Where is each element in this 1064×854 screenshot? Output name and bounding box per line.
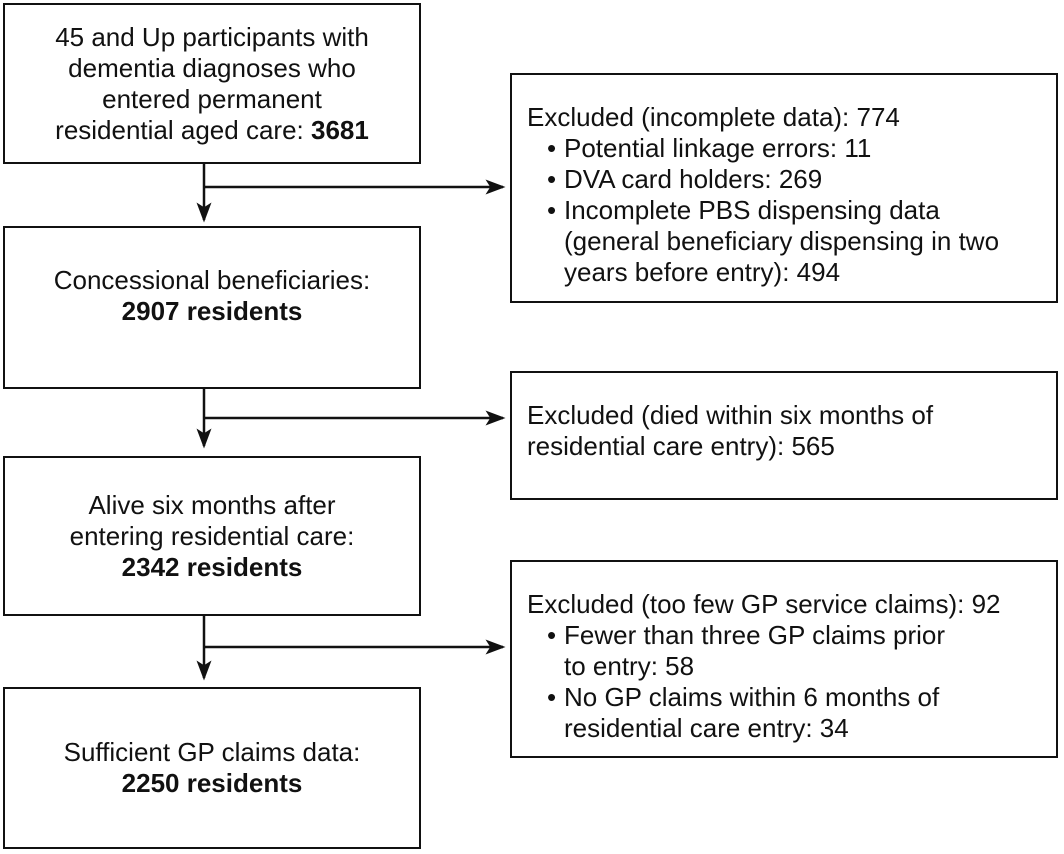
cohort-count: 2250 residents bbox=[121, 768, 303, 798]
cohort-box-alive-six-months: Alive six months after entering resident… bbox=[3, 456, 421, 616]
exclusion-bullet: • Incomplete PBS dispensing data(general… bbox=[547, 195, 1000, 287]
exclusion-box-incomplete-data: Excluded (incomplete data): 774 • Potent… bbox=[510, 73, 1058, 303]
exclusion-bullet: • DVA card holders: 269 bbox=[547, 164, 823, 194]
bullet-icon: • bbox=[547, 620, 557, 650]
exclusion-box-too-few-gp-claims: Excluded (too few GP service claims): 92… bbox=[510, 560, 1058, 758]
cohort-count: 3681 bbox=[311, 114, 369, 145]
cohort-count: 2907 residents bbox=[121, 295, 303, 326]
bullet-icon: • bbox=[547, 195, 557, 225]
exclusion-bullet-list: • Potential linkage errors: 11 • DVA car… bbox=[547, 133, 1044, 288]
bullet-icon: • bbox=[547, 133, 557, 163]
cohort-box-sufficient-gp-claims: Sufficient GP claims data: 2250 resident… bbox=[3, 687, 421, 849]
exclusion-title: Excluded (too few GP service claims): 92 bbox=[527, 589, 1001, 619]
exclusion-bullet: • Potential linkage errors: 11 bbox=[547, 133, 872, 163]
exclusion-title: Excluded (incomplete data): 774 bbox=[527, 102, 900, 132]
bullet-icon: • bbox=[547, 682, 557, 712]
cohort-box-text: Concessional beneficiaries: 2907 residen… bbox=[53, 264, 371, 326]
cohort-count: 2342 residents bbox=[121, 551, 303, 582]
cohort-box-concessional-beneficiaries: Concessional beneficiaries: 2907 residen… bbox=[3, 226, 421, 389]
cohort-box-text: Sufficient GP claims data: 2250 resident… bbox=[63, 737, 361, 798]
cohort-box-text: Alive six months after entering resident… bbox=[69, 489, 355, 582]
bullet-icon: • bbox=[547, 164, 557, 194]
